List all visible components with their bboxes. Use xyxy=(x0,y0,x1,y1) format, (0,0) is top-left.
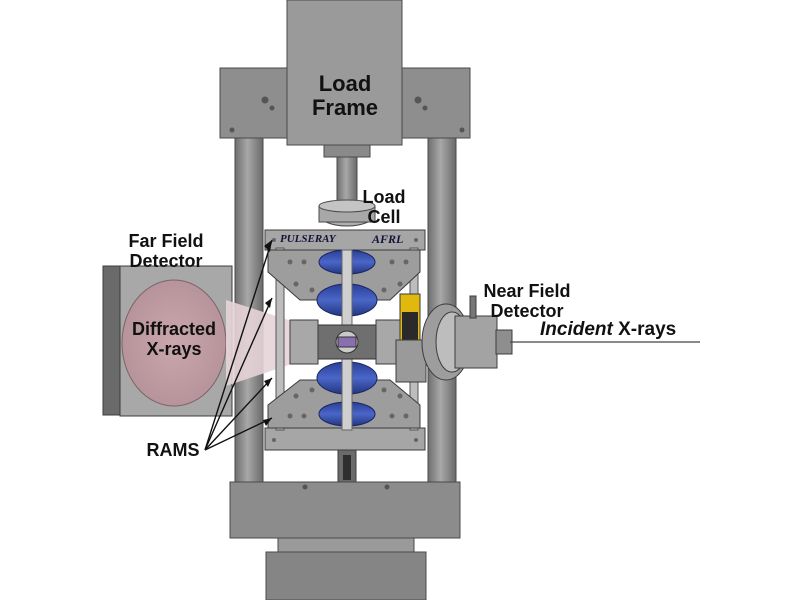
far-field-detector-label: Far Field Detector xyxy=(128,231,204,271)
incident-word: Incident xyxy=(540,319,613,340)
pulseray-brand: PULSERAY xyxy=(280,233,336,245)
load-cell-label: Load Cell xyxy=(362,187,406,227)
near-field-detector-label: Near Field Detector xyxy=(483,281,571,321)
incident-xrays-label: Incident X-rays xyxy=(540,319,710,341)
load-frame-label: Load Frame xyxy=(311,71,379,121)
rams-label: RAMS xyxy=(146,440,200,460)
rams-arrowheads xyxy=(263,240,272,426)
upper-rod-load-cell xyxy=(318,144,376,227)
bottom-base xyxy=(229,449,461,600)
diffracted-xrays-label: Diffracted X-rays xyxy=(131,319,216,359)
near-field-detector xyxy=(395,293,513,383)
diffracted-xray-beam xyxy=(226,300,345,386)
afrl-brand: AFRL xyxy=(372,232,404,246)
xrays-word: X-rays xyxy=(612,319,677,340)
top-crosshead xyxy=(219,0,471,146)
rams-pointer-lines xyxy=(204,239,273,451)
far-field-detector xyxy=(102,265,233,417)
